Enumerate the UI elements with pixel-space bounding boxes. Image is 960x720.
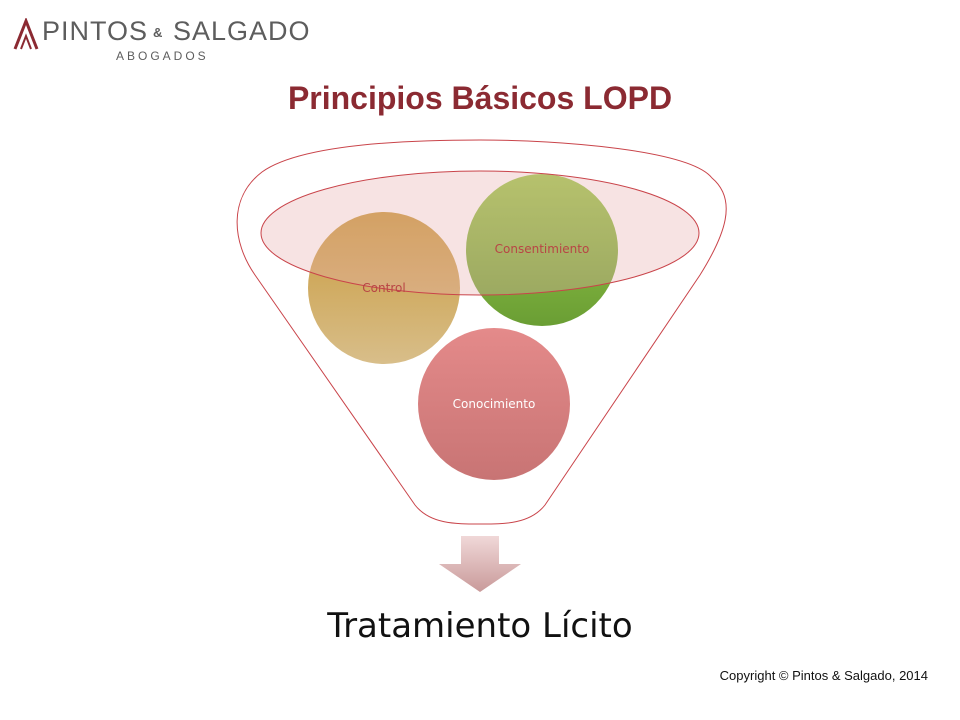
logo-subtitle: ABOGADOS	[116, 49, 209, 63]
logo-name-right: SALGADO	[173, 16, 311, 46]
logo-mark-icon	[13, 18, 39, 50]
copyright-notice: Copyright © Pintos & Salgado, 2014	[719, 668, 928, 683]
result-label: Tratamiento Lícito	[327, 606, 633, 646]
label-conocimiento: Conocimiento	[453, 397, 536, 411]
label-consentimiento: Consentimiento	[495, 242, 590, 256]
page-title: Principios Básicos LOPD	[287, 80, 673, 116]
down-arrow-icon	[439, 536, 521, 592]
circle-control	[308, 212, 460, 364]
logo-ampersand: &	[153, 25, 163, 40]
circle-conocimiento	[418, 328, 570, 480]
funnel-outline	[236, 139, 727, 525]
label-control: Control	[362, 281, 405, 295]
company-logo: PINTOS & SALGADO ABOGADOS	[12, 16, 312, 68]
logo-name-left: PINTOS	[42, 16, 149, 46]
funnel-top-ellipse	[260, 170, 700, 296]
